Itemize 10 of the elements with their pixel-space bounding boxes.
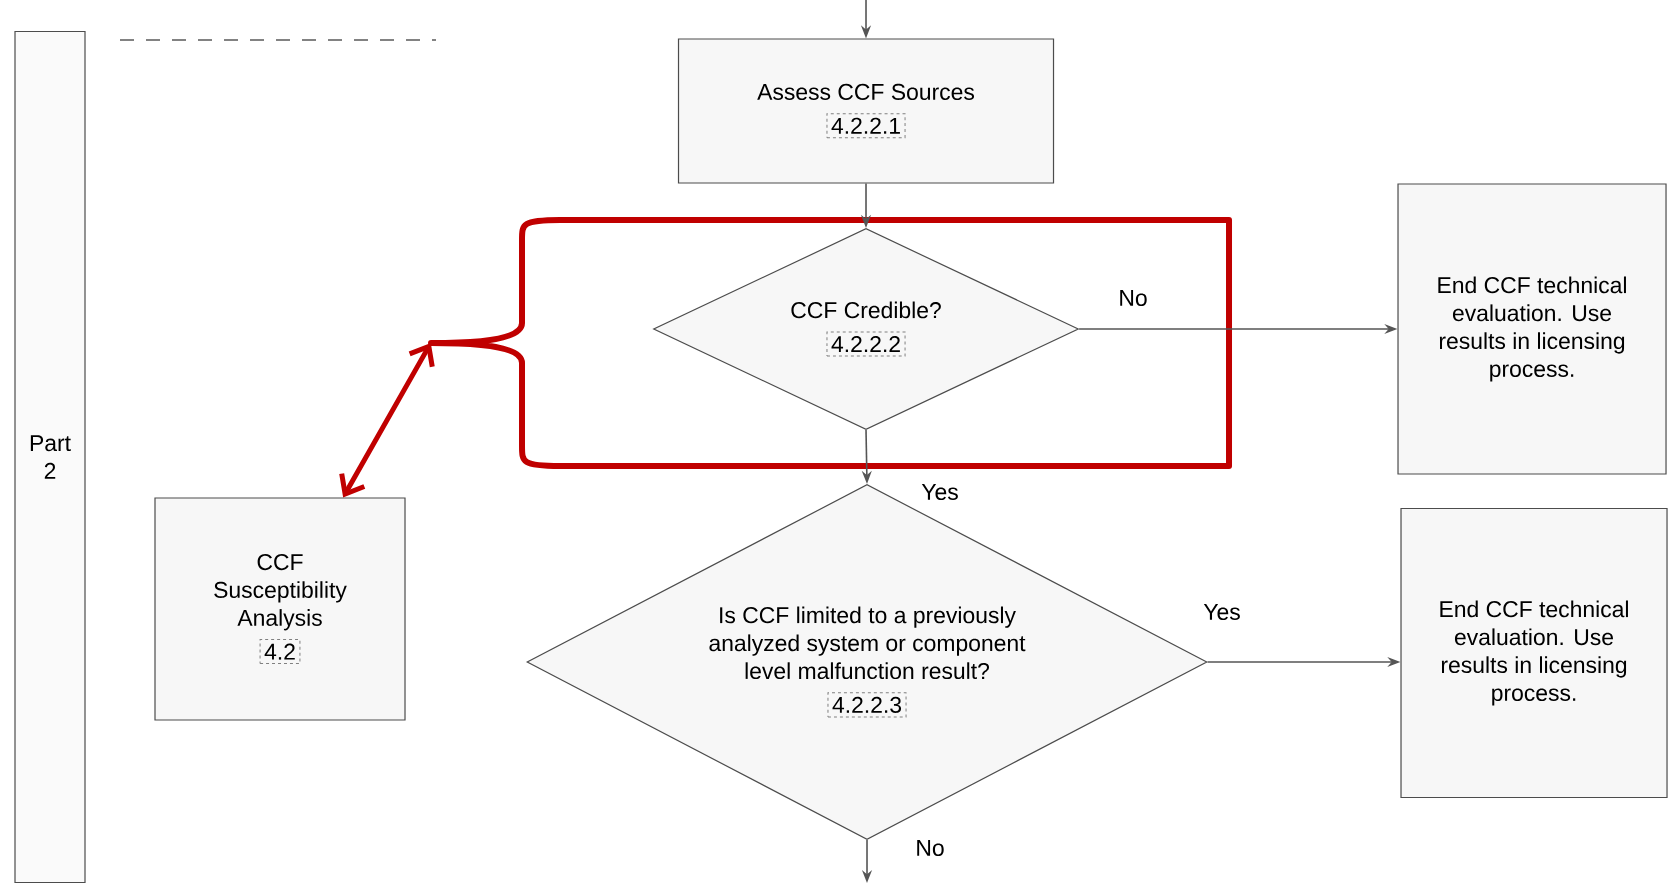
process-box: Assess CCF Sources 4.2.2.1: [677, 38, 1055, 184]
process-box: CCF Susceptibility Analysis 4.2: [154, 497, 406, 721]
edge-label: No: [914, 839, 946, 857]
arrow: [339, 343, 435, 498]
process-box: End CCF technical evaluation. Use results in licensing process.: [1400, 507, 1668, 799]
process-box: End CCF technical evaluation. Use results in licensing process.: [1397, 183, 1667, 475]
edge-label: Yes: [920, 483, 960, 501]
edge-label: No: [1117, 289, 1149, 307]
bracket-box: [428, 217, 1232, 469]
part-band: Part 2: [14, 30, 86, 883]
